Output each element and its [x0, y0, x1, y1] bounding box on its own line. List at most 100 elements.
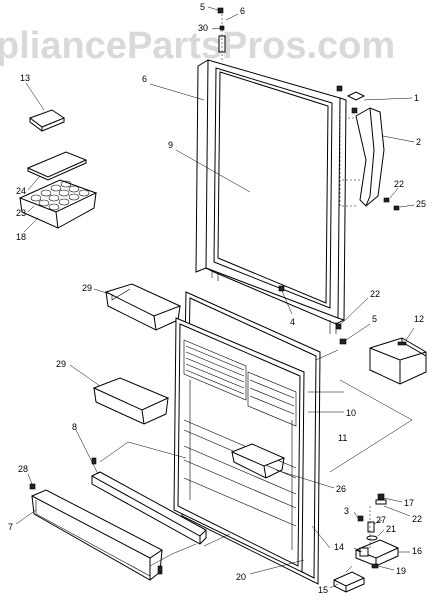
part-22-screw-a[interactable]: [383, 197, 390, 203]
leader-5a: [207, 6, 219, 11]
leader-22a: [389, 187, 399, 199]
leader-22b: [340, 297, 369, 325]
label-9: 9: [168, 140, 173, 150]
leader-22c: [383, 505, 411, 517]
part-14-hinge-spacer[interactable]: [359, 547, 369, 557]
part-2-door-handle[interactable]: [355, 107, 385, 207]
part-3-hinge-screw[interactable]: [357, 515, 364, 522]
leader-28: [27, 473, 33, 485]
leader-5b: [345, 323, 371, 341]
guide-7: [149, 543, 197, 567]
leader-14: [353, 547, 363, 553]
leader-13: [25, 82, 45, 111]
label-11: 11: [338, 433, 347, 443]
label-8: 8: [72, 422, 77, 432]
leader-6a: [225, 13, 239, 21]
label-24: 24: [16, 186, 26, 196]
label-18: 18: [16, 232, 26, 242]
leader-18: [23, 217, 39, 233]
leader-9: [175, 149, 251, 193]
part-23-ice-cube-tray[interactable]: [18, 179, 98, 229]
label-5a: 5: [200, 2, 205, 12]
part-17-hinge-bolt[interactable]: [375, 493, 387, 505]
label-30: 30: [198, 23, 208, 33]
label-23: 23: [16, 208, 26, 218]
label-15: 15: [318, 585, 328, 595]
label-20: 20: [236, 572, 246, 582]
leader-29b: [69, 364, 101, 387]
part-24-ice-tray-cover[interactable]: [26, 151, 88, 181]
leader-6b: [149, 83, 205, 101]
leader-15: [329, 583, 339, 589]
leader-19: [377, 565, 395, 571]
leader-29a: [93, 288, 111, 295]
leader-8: [75, 429, 99, 475]
part-26-door-bin-small[interactable]: [230, 443, 286, 479]
label-14: 14: [334, 542, 344, 552]
label-22b: 22: [370, 289, 380, 299]
part-15-hinge-cover[interactable]: [333, 571, 365, 593]
label-10: 10: [346, 408, 356, 418]
leader-12: [405, 327, 415, 341]
label-29a: 29: [82, 283, 92, 293]
leader-21: [377, 529, 385, 537]
leader-3: [353, 511, 359, 519]
label-16: 16: [412, 546, 422, 556]
part-27-hinge-pin[interactable]: [367, 521, 375, 533]
label-2: 2: [416, 137, 421, 147]
guide-8: [99, 441, 187, 463]
label-6a: 6: [240, 6, 245, 16]
leader-26: [275, 469, 335, 489]
part-8-shelf-rail[interactable]: [90, 457, 207, 545]
label-26: 26: [336, 484, 346, 494]
label-17: 17: [404, 498, 414, 508]
bin-clip: [157, 565, 163, 575]
label-4: 4: [290, 317, 295, 327]
leader-30: [211, 27, 221, 30]
label-7: 7: [8, 522, 13, 532]
guide-12: [329, 379, 413, 473]
part-13-small-tray[interactable]: [28, 109, 66, 132]
part-1-handle-bracket[interactable]: [336, 85, 366, 114]
guide-8b: [203, 533, 231, 547]
leader-2: [382, 135, 415, 143]
part-25-screw[interactable]: [393, 205, 400, 211]
leader-4: [281, 290, 293, 315]
leader-25: [399, 204, 415, 208]
part-5-screw-b[interactable]: [339, 338, 347, 345]
label-5b: 5: [372, 314, 377, 324]
guide-hinge: [311, 525, 331, 549]
part-7-door-bin-bottom[interactable]: [30, 489, 163, 581]
part-19-hinge-nut[interactable]: [371, 563, 379, 569]
guide-5b: [315, 349, 339, 361]
part-28-screw[interactable]: [29, 483, 36, 490]
label-13: 13: [20, 73, 30, 83]
guide-15: [345, 565, 353, 573]
leader-27: [373, 519, 383, 525]
label-25: 25: [416, 199, 426, 209]
part-4-door-screw[interactable]: [278, 285, 285, 292]
leader-23: [27, 205, 35, 213]
label-19: 19: [396, 566, 406, 576]
part-6-hinge-pin[interactable]: [218, 14, 226, 60]
leader-24: [27, 175, 41, 191]
part-12-dairy-door[interactable]: [369, 337, 427, 385]
part-22-screw-b[interactable]: [335, 323, 342, 330]
watermark-text: pliancePartsPros.com: [0, 25, 395, 67]
part-29-door-bin-middle[interactable]: [92, 377, 170, 425]
label-12: 12: [414, 314, 424, 324]
leader-20: [249, 559, 305, 575]
label-1: 1: [414, 93, 419, 103]
part-21-washer[interactable]: [366, 535, 378, 541]
part-29-door-bin-upper[interactable]: [104, 283, 182, 331]
label-3: 3: [344, 506, 349, 516]
leader-7: [15, 509, 37, 525]
label-6b: 6: [142, 74, 147, 84]
label-21: 21: [386, 524, 396, 534]
label-28: 28: [18, 464, 28, 474]
part-9-freezer-door-panel[interactable]: [195, 59, 347, 334]
part-5-screw-top[interactable]: [217, 7, 224, 14]
label-22a: 22: [394, 179, 404, 189]
label-22c: 22: [412, 514, 422, 524]
